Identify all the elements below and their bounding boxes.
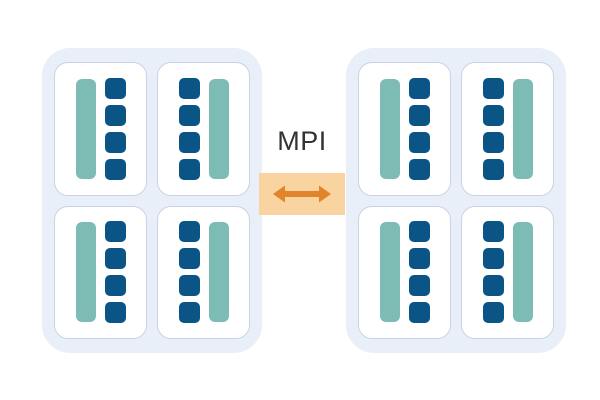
core-square	[104, 221, 126, 243]
core-square	[178, 77, 200, 99]
memory-bar	[512, 78, 533, 179]
cluster-panel-left	[42, 48, 262, 353]
core-square	[482, 104, 504, 126]
node-card	[157, 205, 250, 339]
core-column	[104, 221, 126, 324]
mpi-arrow-badge	[259, 173, 345, 215]
core-square	[408, 302, 430, 324]
core-square	[482, 221, 504, 243]
cluster-panel-right	[346, 48, 566, 353]
core-square	[104, 275, 126, 297]
core-column	[178, 77, 200, 180]
core-square	[408, 77, 430, 99]
memory-bar	[75, 78, 96, 179]
core-column	[178, 221, 200, 324]
core-square	[178, 275, 200, 297]
core-square	[408, 221, 430, 243]
core-square	[104, 302, 126, 324]
node-card	[157, 62, 250, 196]
core-column	[408, 221, 430, 324]
core-column	[104, 77, 126, 180]
core-square	[104, 104, 126, 126]
core-square	[408, 248, 430, 270]
memory-bar	[208, 78, 229, 179]
double-arrow-icon	[273, 185, 331, 203]
core-square	[178, 104, 200, 126]
core-column	[408, 77, 430, 180]
core-square	[178, 248, 200, 270]
core-square	[104, 248, 126, 270]
node-card	[358, 205, 451, 339]
mpi-interconnect: MPI	[259, 128, 345, 215]
core-square	[408, 275, 430, 297]
core-square	[482, 131, 504, 153]
core-square	[178, 302, 200, 324]
core-square	[482, 275, 504, 297]
node-card	[54, 205, 147, 339]
core-column	[482, 77, 504, 180]
mpi-label: MPI	[277, 126, 327, 156]
memory-bar	[75, 222, 96, 323]
memory-bar	[512, 222, 533, 323]
node-card	[54, 62, 147, 196]
core-square	[104, 158, 126, 180]
node-card	[461, 205, 554, 339]
core-square	[482, 302, 504, 324]
core-square	[408, 104, 430, 126]
core-column	[482, 221, 504, 324]
memory-bar	[379, 78, 400, 179]
core-square	[178, 158, 200, 180]
memory-bar	[208, 222, 229, 323]
node-card	[358, 62, 451, 196]
core-square	[408, 158, 430, 180]
core-square	[408, 131, 430, 153]
core-square	[482, 248, 504, 270]
core-square	[178, 221, 200, 243]
core-square	[178, 131, 200, 153]
memory-bar	[379, 222, 400, 323]
core-square	[104, 131, 126, 153]
core-square	[104, 77, 126, 99]
core-square	[482, 158, 504, 180]
core-square	[482, 77, 504, 99]
node-card	[461, 62, 554, 196]
